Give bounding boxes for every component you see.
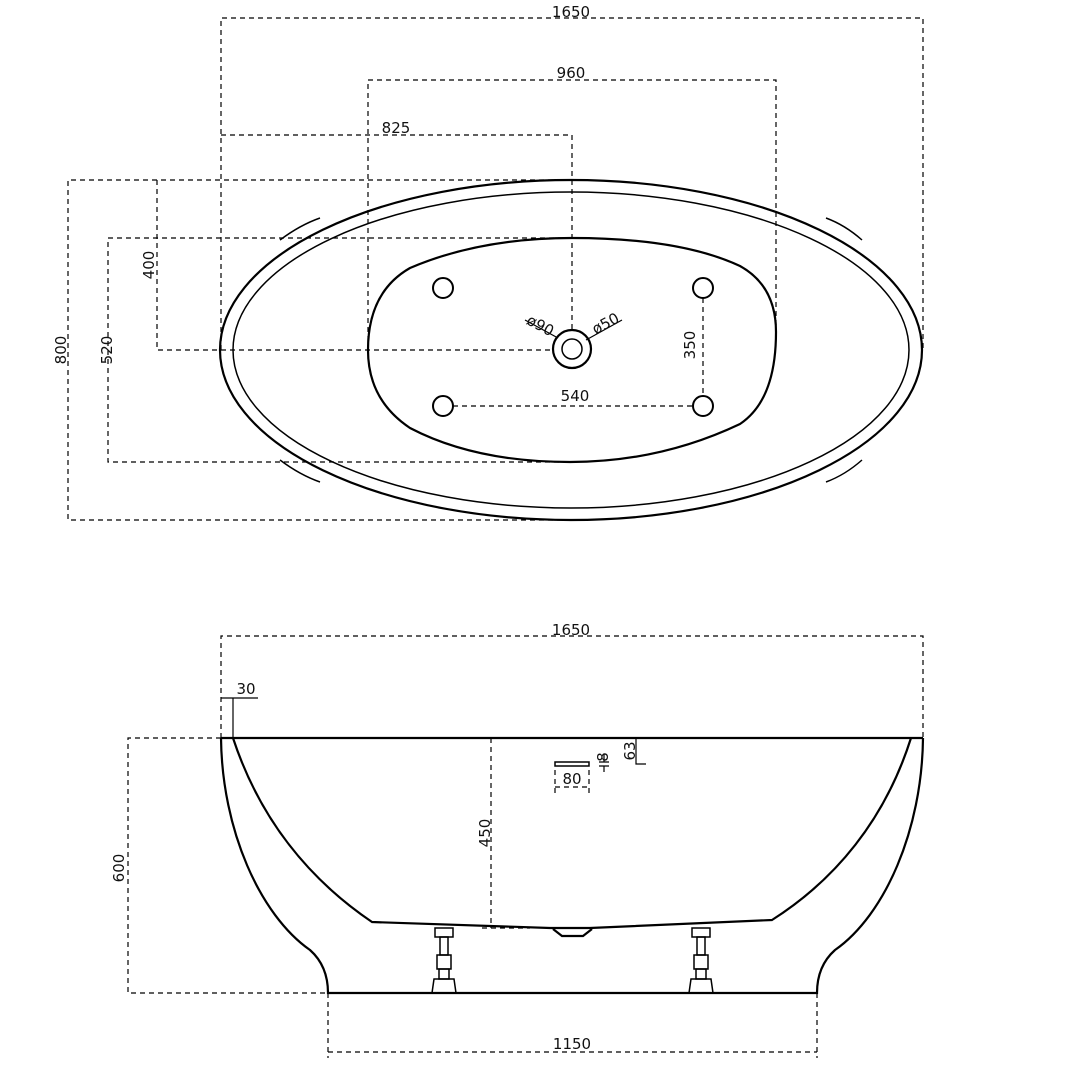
overflow-dim-offset — [635, 738, 646, 765]
label-drain-outer-dia: ø90 — [524, 311, 557, 340]
label-base-length: 1150 — [553, 1035, 591, 1053]
dim-line-overall-length — [220, 17, 924, 350]
side-view: 1650 30 600 450 80 8 63 1150 — [110, 621, 925, 1058]
leader-line — [524, 319, 559, 339]
rim-shoulder-line — [279, 217, 321, 241]
label-overflow-height: 8 — [594, 752, 612, 762]
dim-line-drain-offset — [221, 134, 573, 330]
foot-hole — [432, 277, 454, 299]
rim-shoulder-line — [279, 459, 321, 483]
label-feet-spacing-x: 540 — [561, 387, 590, 405]
dim-line-base-length — [327, 993, 818, 1058]
tub-rim-inner — [232, 191, 910, 509]
drain-inner-circle — [561, 338, 583, 360]
label-drain-span: 960 — [557, 64, 586, 82]
drain-outlet — [552, 928, 593, 938]
dim-line-drain-span — [367, 79, 777, 350]
top-view: 1650 960 825 540 800 520 400 350 ø90 ø50 — [52, 3, 924, 522]
rim-shoulder-line — [825, 217, 863, 241]
overflow-slot — [554, 761, 590, 767]
dim-line-inner-width — [107, 237, 572, 463]
foot-hole — [692, 395, 714, 417]
foot-hole — [692, 277, 714, 299]
adjustable-foot — [688, 927, 714, 994]
label-inner-depth: 450 — [476, 819, 494, 848]
overflow-dim-small — [599, 754, 609, 772]
label-drain-inner-dia: ø50 — [589, 309, 622, 338]
label-overall-width: 800 — [52, 336, 70, 365]
tub-inner-wall — [231, 737, 913, 930]
tub-basin-outline — [366, 236, 778, 464]
dim-line-overall-length-side — [220, 635, 924, 738]
label-inner-width: 520 — [98, 336, 116, 365]
dim-line-drain-to-side — [156, 180, 553, 351]
rim-shoulder-line — [825, 459, 863, 483]
label-overall-length-top: 1650 — [552, 3, 590, 21]
leader-line — [585, 319, 623, 341]
drain-outer-circle — [551, 328, 593, 370]
label-overflow-width: 80 — [562, 770, 581, 788]
label-feet-spacing-y: 350 — [681, 331, 699, 360]
foot-hole — [432, 395, 454, 417]
label-overall-height: 600 — [110, 854, 128, 883]
label-overall-length-side: 1650 — [552, 621, 590, 639]
label-drain-offset: 825 — [382, 119, 411, 137]
dim-line-overflow-width — [554, 770, 590, 796]
label-overflow-offset: 63 — [621, 741, 639, 760]
dim-line-rim-thickness — [221, 697, 258, 738]
label-rim-thickness: 30 — [236, 680, 255, 698]
tub-outer-rim — [218, 178, 924, 522]
label-drain-to-side: 400 — [140, 251, 158, 280]
adjustable-foot — [431, 927, 457, 994]
dim-line-overall-height — [127, 737, 328, 994]
tub-outer-shell — [219, 737, 925, 995]
